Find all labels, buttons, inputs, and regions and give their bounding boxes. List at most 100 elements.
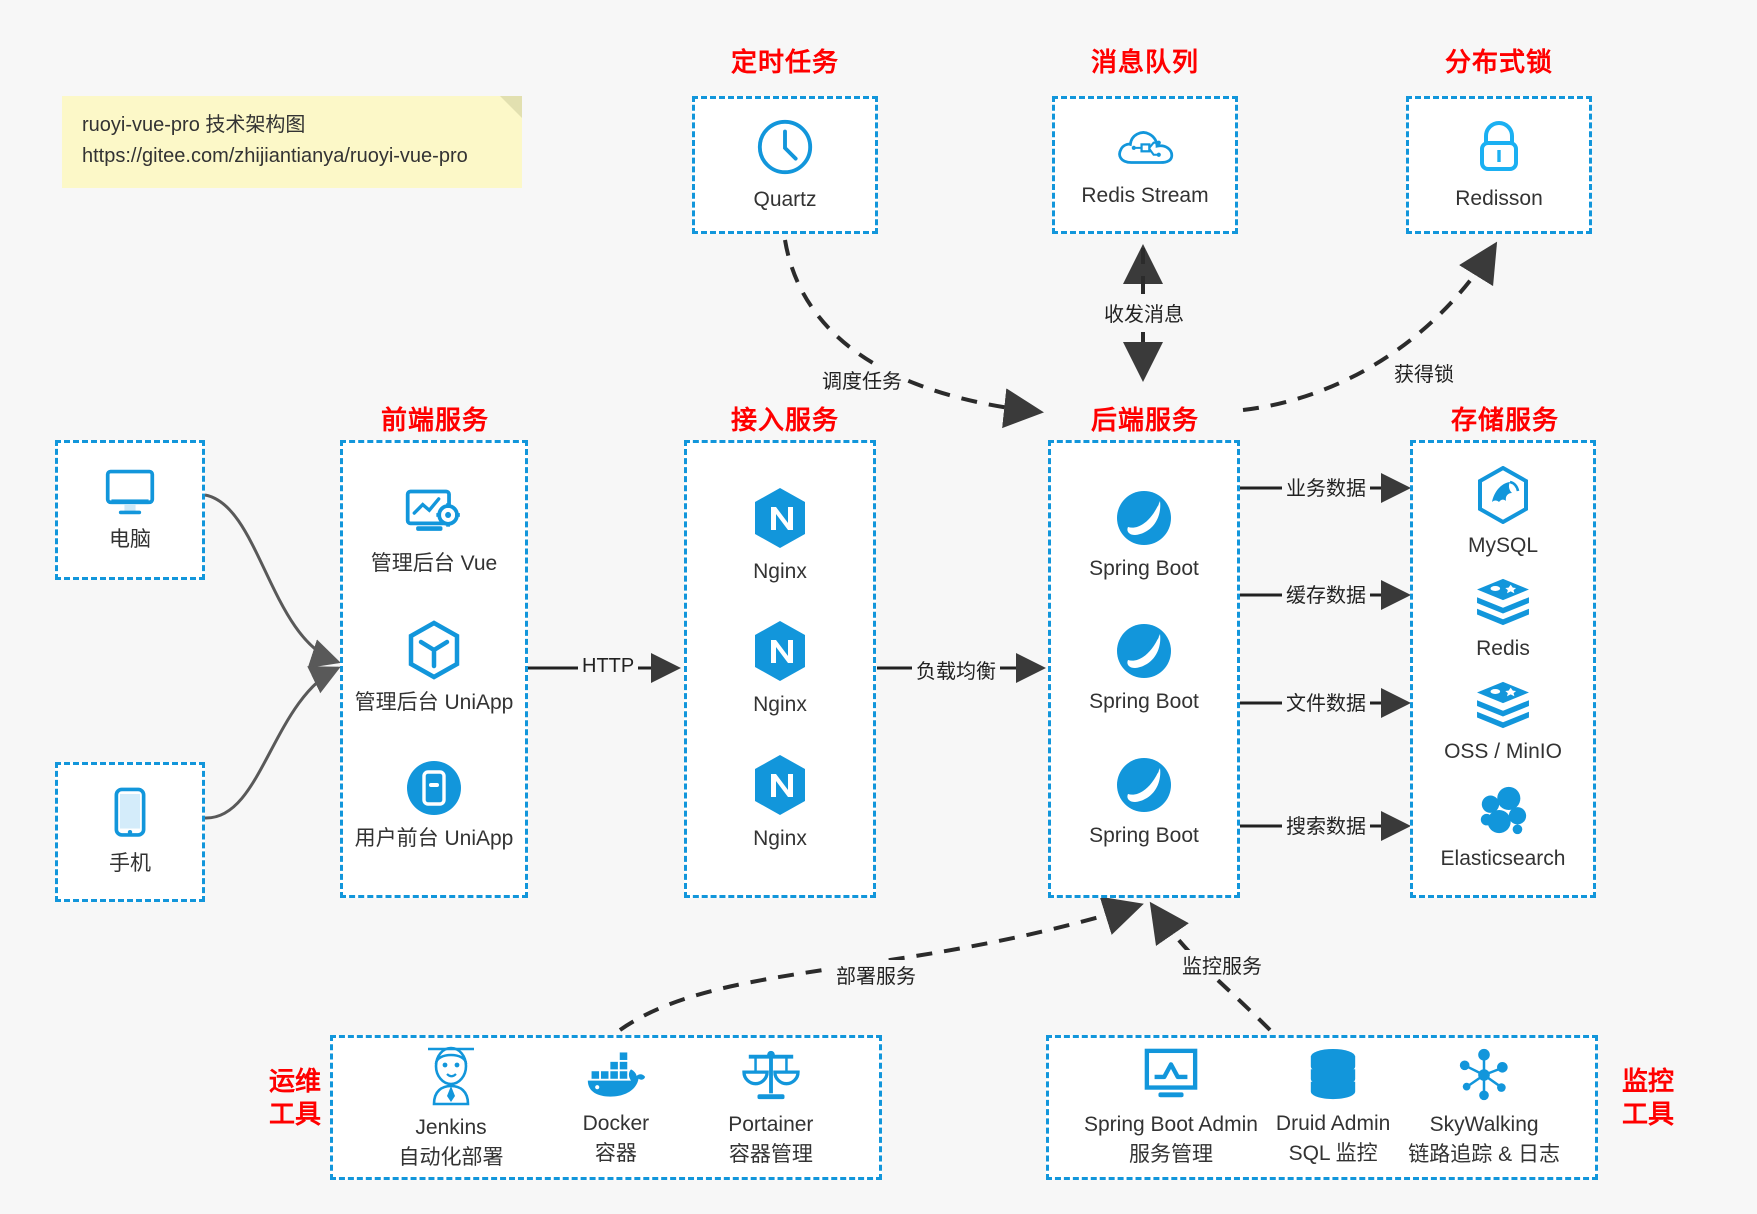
node-admin-vue[interactable]: 管理后台 Vue bbox=[371, 486, 497, 577]
jenkins-butler-icon bbox=[422, 1044, 480, 1106]
group-title-gateway: 接入服务 bbox=[730, 405, 839, 435]
node-spring-boot-3[interactable]: Spring Boot bbox=[1089, 756, 1199, 849]
node-elasticsearch[interactable]: Elasticsearch bbox=[1440, 783, 1566, 872]
node-nginx-1[interactable]: Nginx bbox=[751, 486, 809, 585]
edge-label-acquire-lock: 获得锁 bbox=[1390, 358, 1458, 387]
node-label: Nginx bbox=[753, 693, 807, 717]
spring-boot-icon bbox=[1115, 756, 1173, 814]
app-window-icon bbox=[405, 759, 463, 817]
node-portainer[interactable]: Portainer 容器管理 bbox=[728, 1047, 813, 1168]
group-box-backend[interactable]: Spring Boot Spring Boot Spring Boot bbox=[1048, 440, 1240, 898]
redis-icon bbox=[1474, 577, 1532, 627]
node-spring-boot-admin[interactable]: Spring Boot Admin 服务管理 bbox=[1084, 1047, 1258, 1168]
node-skywalking[interactable]: SkyWalking 链路追踪 & 日志 bbox=[1408, 1047, 1560, 1168]
node-label: Docker bbox=[582, 1111, 650, 1135]
group-title-storage: 存储服务 bbox=[1450, 405, 1559, 435]
note-line-title: ruoyi-vue-pro 技术架构图 bbox=[82, 114, 306, 136]
node-label: Spring Boot bbox=[1089, 557, 1199, 581]
padlock-icon bbox=[1471, 117, 1527, 177]
group-box-scheduler[interactable]: Quartz bbox=[692, 96, 878, 234]
group-box-lock[interactable]: Redisson bbox=[1406, 96, 1592, 234]
node-label: Nginx bbox=[753, 826, 807, 850]
nginx-icon bbox=[751, 619, 809, 683]
redis-icon bbox=[1474, 680, 1532, 730]
note-line-url: https://gitee.com/zhijiantianya/ruoyi-vu… bbox=[82, 145, 468, 167]
node-label: Druid Admin bbox=[1275, 1111, 1391, 1135]
client-box-desktop[interactable]: 电脑 bbox=[55, 440, 205, 580]
docker-whale-icon bbox=[585, 1048, 647, 1102]
node-sublabel: SQL 监控 bbox=[1288, 1142, 1378, 1166]
node-label: Spring Boot bbox=[1089, 690, 1199, 714]
node-redisson[interactable]: Redisson bbox=[1455, 117, 1543, 212]
mysql-icon bbox=[1476, 465, 1530, 525]
edge-label-load-balance: 负载均衡 bbox=[912, 655, 1000, 684]
group-box-frontend[interactable]: 管理后台 Vue 管理后台 UniApp 用户前台 UniApp bbox=[340, 440, 528, 898]
node-oss-minio[interactable]: OSS / MinIO bbox=[1444, 680, 1562, 765]
desktop-monitor-icon bbox=[102, 466, 158, 518]
node-label: Jenkins bbox=[415, 1115, 487, 1139]
note-fold-corner bbox=[500, 96, 522, 118]
node-nginx-2[interactable]: Nginx bbox=[751, 619, 809, 718]
edge-label-file-data: 文件数据 bbox=[1282, 687, 1370, 716]
group-title-devops-line1: 运维 bbox=[268, 1066, 321, 1096]
group-title-devops: 运维 工具 bbox=[255, 1065, 335, 1130]
clock-icon bbox=[754, 116, 816, 178]
dashboard-gear-icon bbox=[403, 486, 465, 542]
group-box-devops[interactable]: Jenkins 自动化部署 Docker 容器 bbox=[330, 1035, 882, 1180]
node-label: 手机 bbox=[109, 852, 151, 876]
node-docker[interactable]: Docker 容器 bbox=[582, 1048, 650, 1167]
scales-icon bbox=[741, 1047, 801, 1103]
group-title-mq: 消息队列 bbox=[1090, 47, 1199, 77]
node-redis-stream[interactable]: Redis Stream bbox=[1081, 120, 1209, 209]
node-label: MySQL bbox=[1467, 533, 1538, 557]
group-title-monitoring-line1: 监控 bbox=[1621, 1066, 1674, 1096]
node-label: Quartz bbox=[753, 188, 817, 212]
node-network-icon bbox=[1455, 1047, 1513, 1103]
nginx-icon bbox=[751, 753, 809, 817]
group-title-lock: 分布式锁 bbox=[1444, 47, 1553, 77]
node-quartz[interactable]: Quartz bbox=[753, 116, 817, 213]
node-user-uniapp[interactable]: 用户前台 UniApp bbox=[354, 759, 514, 852]
node-desktop[interactable]: 电脑 bbox=[102, 466, 158, 553]
group-box-gateway[interactable]: Nginx Nginx Nginx bbox=[684, 440, 876, 898]
node-label: Elasticsearch bbox=[1440, 846, 1566, 870]
node-mysql[interactable]: MySQL bbox=[1467, 465, 1538, 559]
node-jenkins[interactable]: Jenkins 自动化部署 bbox=[399, 1044, 504, 1171]
node-sublabel: 自动化部署 bbox=[398, 1146, 504, 1170]
node-spring-boot-1[interactable]: Spring Boot bbox=[1089, 489, 1199, 582]
group-box-storage[interactable]: MySQL Redis bbox=[1410, 440, 1596, 898]
nginx-icon bbox=[751, 486, 809, 550]
cloud-network-icon bbox=[1114, 120, 1176, 174]
node-mobile[interactable]: 手机 bbox=[109, 786, 151, 877]
node-redis[interactable]: Redis bbox=[1474, 577, 1532, 662]
node-admin-uniapp[interactable]: 管理后台 UniApp bbox=[355, 619, 513, 716]
mobile-phone-icon bbox=[110, 786, 150, 842]
node-sublabel: 服务管理 bbox=[1128, 1143, 1213, 1167]
edge-label-deploy-service: 部署服务 bbox=[832, 960, 920, 989]
node-label: SkyWalking bbox=[1429, 1112, 1539, 1136]
group-title-monitoring: 监控 工具 bbox=[1608, 1065, 1688, 1130]
node-spring-boot-2[interactable]: Spring Boot bbox=[1089, 622, 1199, 715]
edge-label-send-receive-message: 收发消息 bbox=[1100, 298, 1188, 327]
node-sublabel: 容器 bbox=[594, 1142, 637, 1166]
group-title-devops-line2: 工具 bbox=[268, 1098, 321, 1129]
database-cylinder-icon bbox=[1305, 1048, 1361, 1102]
group-title-monitoring-line2: 工具 bbox=[1621, 1098, 1674, 1129]
edge-label-http: HTTP bbox=[578, 655, 639, 678]
node-label: Spring Boot Admin bbox=[1083, 1112, 1258, 1136]
node-nginx-3[interactable]: Nginx bbox=[751, 753, 809, 852]
node-label: OSS / MinIO bbox=[1444, 739, 1562, 763]
group-title-scheduler: 定时任务 bbox=[730, 47, 839, 77]
edge-label-business-data: 业务数据 bbox=[1282, 472, 1370, 501]
edge-label-schedule-task: 调度任务 bbox=[818, 365, 906, 394]
node-label: 用户前台 UniApp bbox=[354, 826, 514, 850]
group-box-monitoring[interactable]: Spring Boot Admin 服务管理 Druid Admin SQL 监… bbox=[1046, 1035, 1598, 1180]
node-sublabel: 容器管理 bbox=[728, 1143, 813, 1167]
node-druid-admin[interactable]: Druid Admin SQL 监控 bbox=[1276, 1048, 1390, 1167]
node-sublabel: 链路追踪 & 日志 bbox=[1408, 1143, 1560, 1167]
group-box-mq[interactable]: Redis Stream bbox=[1052, 96, 1238, 234]
client-box-mobile[interactable]: 手机 bbox=[55, 762, 205, 902]
edge-label-cache-data: 缓存数据 bbox=[1282, 579, 1370, 608]
node-label: Spring Boot bbox=[1089, 823, 1199, 847]
